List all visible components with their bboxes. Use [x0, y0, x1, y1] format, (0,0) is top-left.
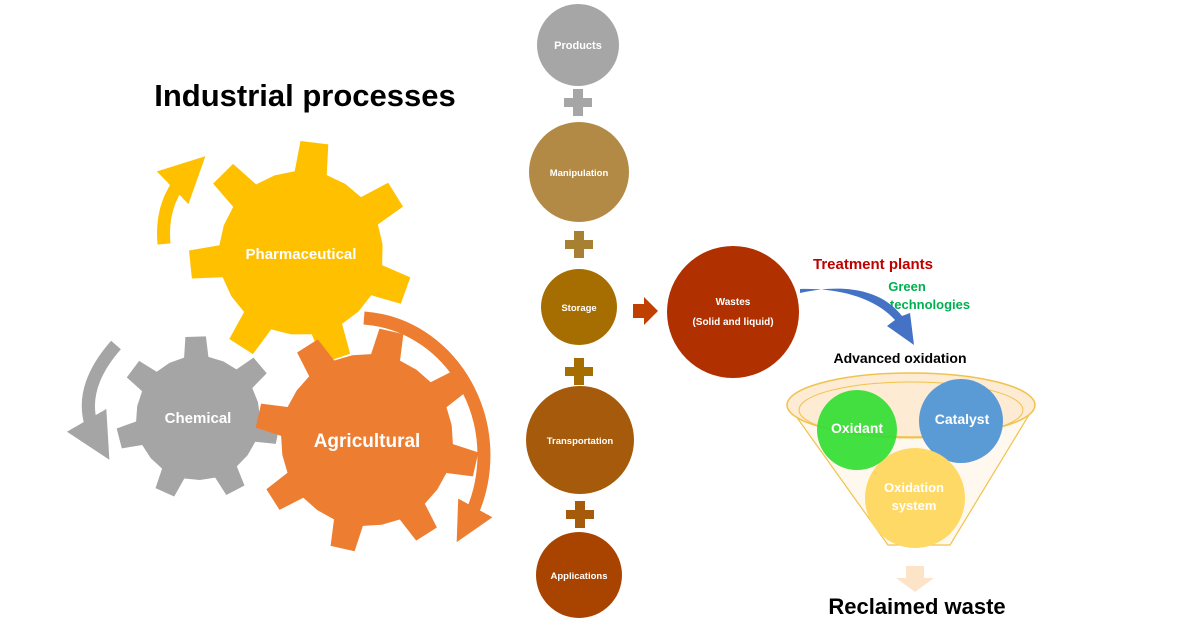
treatment-plants-label: Treatment plants [813, 256, 933, 273]
applications-label: Applications [550, 571, 607, 582]
chemical-gear: Chemical [116, 336, 280, 497]
aop-label: Advanced oxidation [833, 350, 966, 366]
applications-node: Applications [536, 532, 622, 618]
green-technologies-label-2: technologies [890, 297, 970, 312]
transportation-label: Transportation [547, 436, 614, 447]
to-wastes-arrow [633, 297, 658, 325]
plus-connector [564, 89, 592, 116]
wastes-label: Wastes [716, 297, 751, 308]
treatment-arrow [800, 288, 914, 345]
oxidation-system-node: Oxidation system [865, 448, 965, 548]
products-label: Products [554, 40, 602, 52]
reclaimed-waste-label: Reclaimed waste [828, 594, 1005, 619]
plus-connector [565, 231, 593, 258]
plus-connector [565, 358, 593, 385]
catalyst-label: Catalyst [935, 411, 990, 427]
agricultural-cycle-arrow [363, 311, 493, 543]
products-node: Products [537, 4, 619, 86]
storage-label: Storage [561, 303, 596, 314]
agricultural-label: Agricultural [314, 431, 421, 452]
oxidant-node: Oxidant [817, 390, 897, 470]
oxidant-label: Oxidant [831, 420, 883, 436]
transportation-node: Transportation [526, 386, 634, 494]
oxidation-system-label: Oxidation [884, 480, 944, 495]
catalyst-node: Catalyst [919, 379, 1003, 463]
pharmaceutical-label: Pharmaceutical [246, 246, 357, 263]
funnel-inner-rim [798, 381, 1024, 439]
pharma-cycle-arrow [156, 156, 206, 245]
output-arrow [896, 566, 934, 592]
green-technologies-label: Green [888, 279, 926, 294]
agricultural-gear: Agricultural [255, 328, 479, 552]
manipulation-label: Manipulation [550, 168, 609, 179]
manipulation-node: Manipulation [529, 122, 629, 222]
wastes-node: Wastes (Solid and liquid) [667, 246, 799, 378]
page-title: Industrial processes [154, 78, 456, 113]
chemical-cycle-arrow [66, 340, 121, 460]
pharmaceutical-gear: Pharmaceutical [189, 141, 411, 363]
oxidation-system-label-2: system [892, 498, 937, 513]
storage-node: Storage [541, 269, 617, 345]
wastes-sublabel: (Solid and liquid) [692, 317, 773, 328]
chemical-label: Chemical [165, 410, 232, 427]
plus-connector [566, 501, 594, 528]
